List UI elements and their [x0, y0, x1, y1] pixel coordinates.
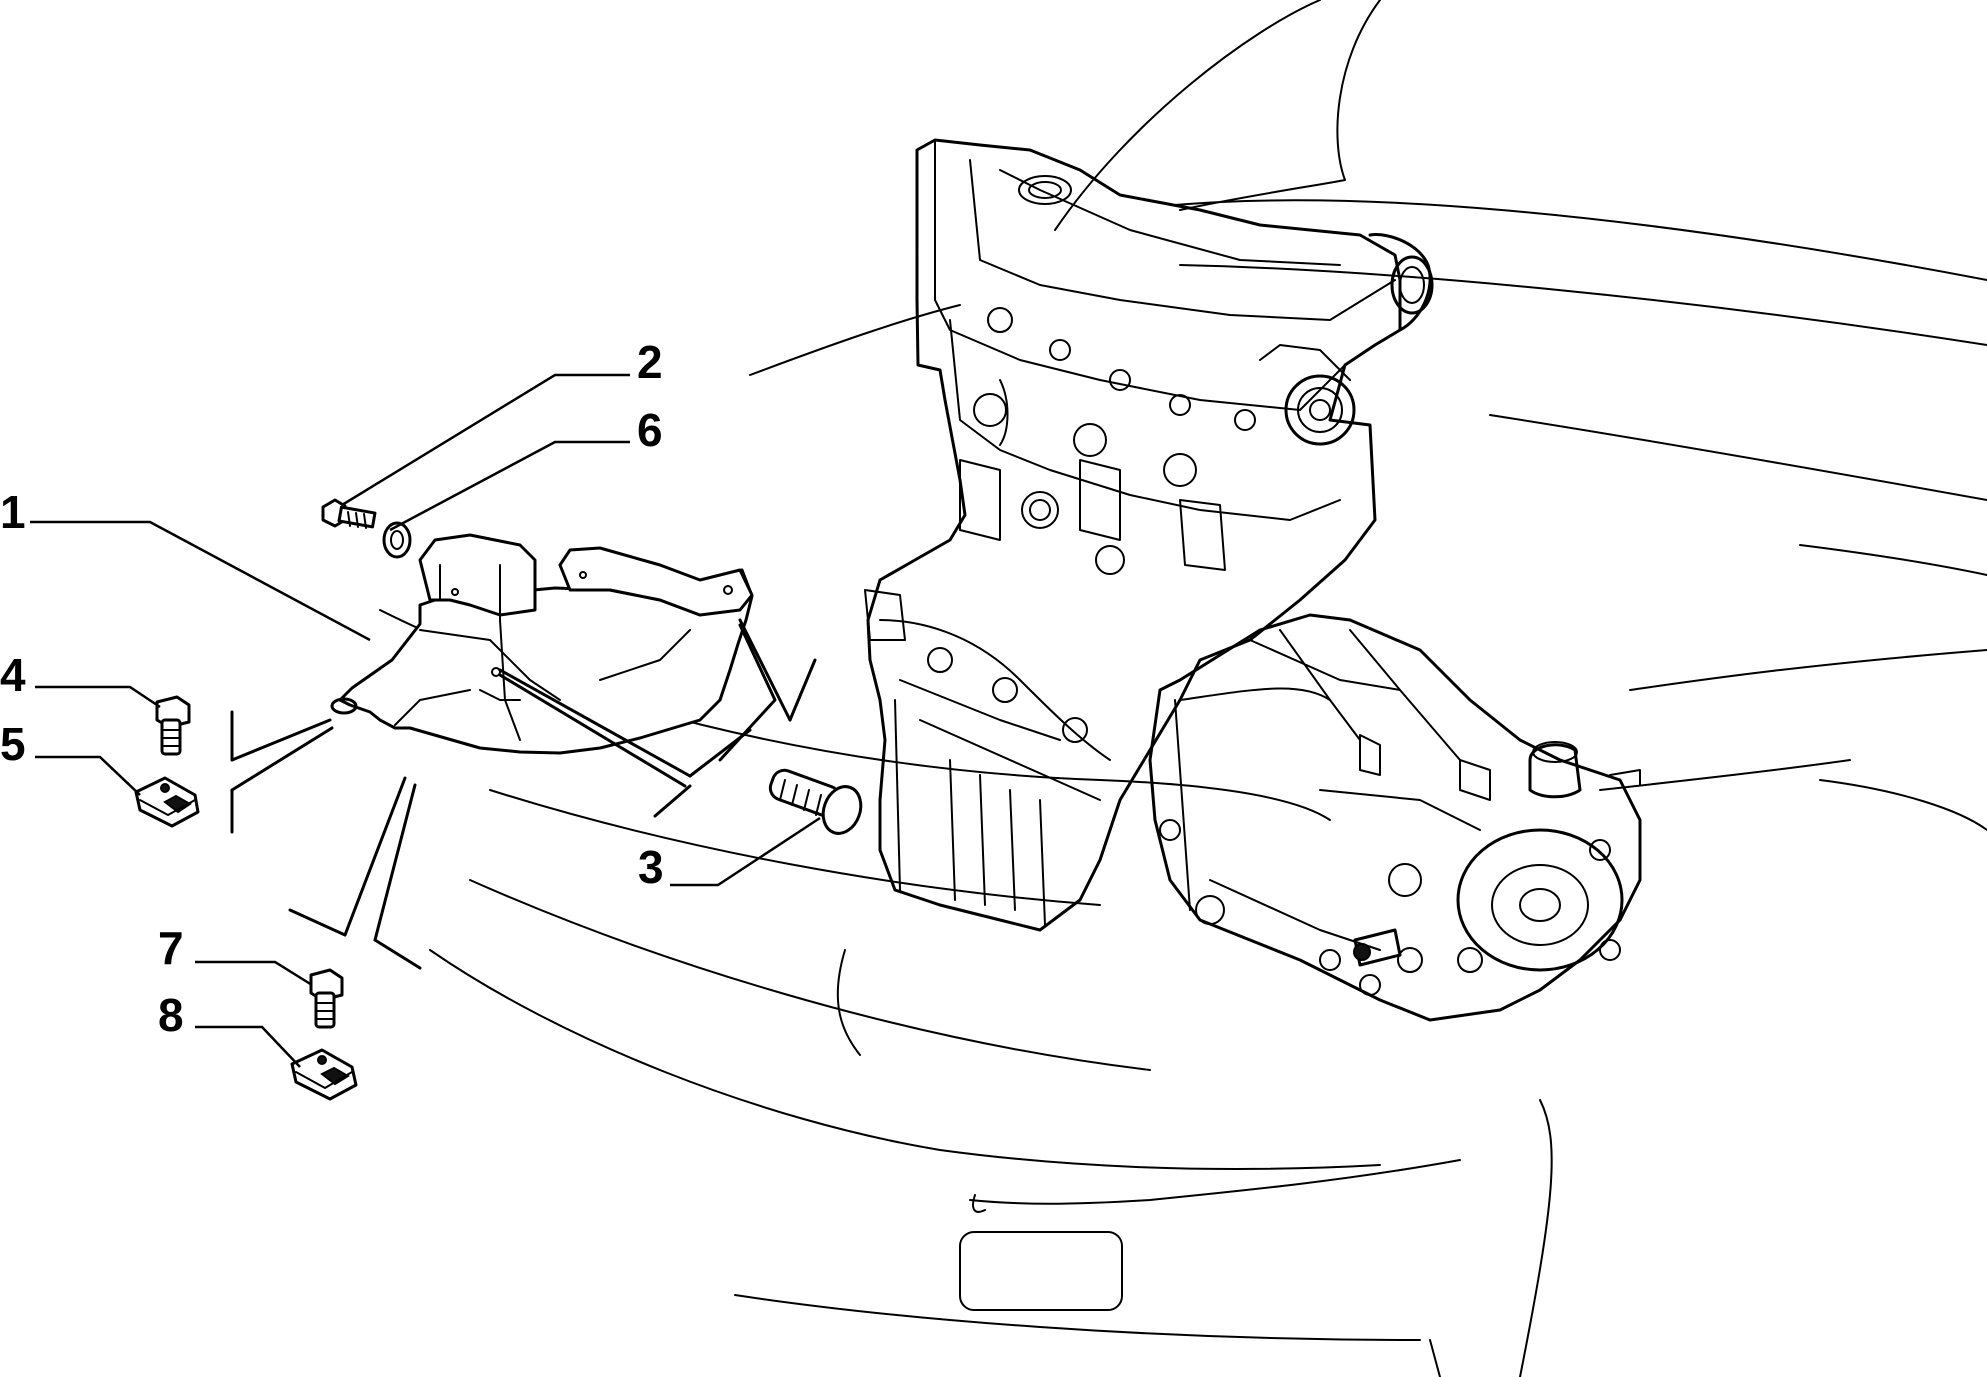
- callout-7: 7: [158, 922, 184, 974]
- part-clip-8: [290, 1048, 358, 1101]
- callout-labels: 1 2 6 3 4 5 7 8: [0, 336, 664, 1041]
- callout-4: 4: [0, 649, 26, 701]
- callout-leaders: [30, 373, 821, 1068]
- part-clip-5: [134, 776, 200, 828]
- part-screw-4: [155, 695, 191, 756]
- part-washer-6: [382, 521, 412, 559]
- callout-8: 8: [158, 989, 184, 1041]
- part-screw-7: [309, 968, 344, 1029]
- callout-5: 5: [0, 718, 26, 770]
- part-fastener-3: [768, 768, 863, 835]
- gearbox: [1148, 613, 1642, 1022]
- engine-block: [864, 138, 1434, 932]
- callout-2: 2: [637, 336, 663, 388]
- part-screw-2: [321, 498, 377, 529]
- callout-6: 6: [637, 404, 663, 456]
- callout-1: 1: [0, 486, 26, 538]
- assembly-guide-lines: [230, 618, 817, 970]
- callout-3: 3: [638, 841, 664, 893]
- part-shield: [330, 533, 754, 755]
